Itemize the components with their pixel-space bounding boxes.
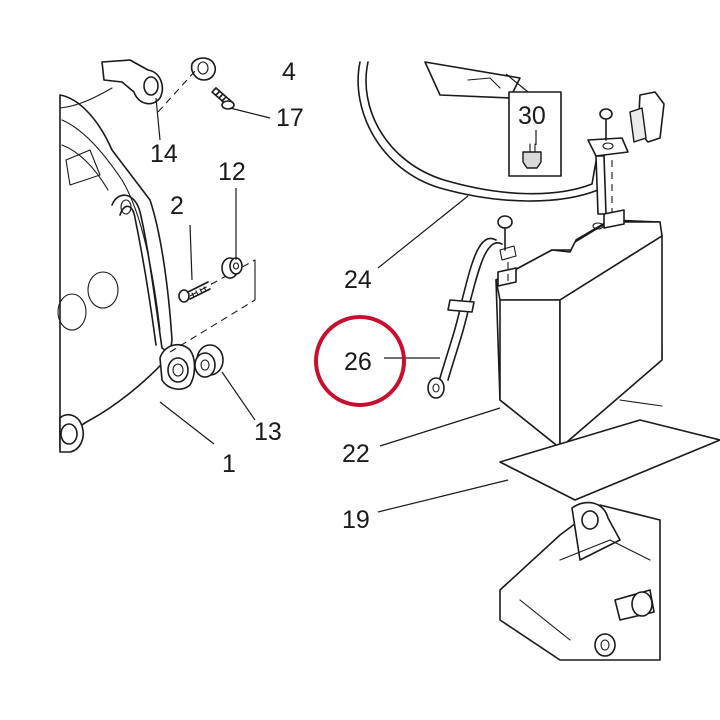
fuse-holder — [629, 91, 665, 143]
battery-pad-19 — [499, 399, 720, 501]
part-number-17: 17 — [276, 104, 304, 132]
cover-top-clip — [101, 59, 164, 105]
part-number-30: 30 — [518, 102, 546, 130]
bolt-2 — [178, 281, 211, 303]
fuse-icon — [522, 151, 542, 169]
part-number-1: 1 — [222, 450, 236, 478]
screw-17 — [211, 87, 235, 110]
highlight-ring — [314, 315, 406, 407]
part-number-14: 14 — [150, 140, 178, 168]
upper-panel — [424, 61, 521, 99]
side-cover-assembly — [57, 57, 217, 453]
cover-hole — [87, 271, 119, 309]
part-number-24: 24 — [344, 266, 372, 294]
part-number-19: 19 — [342, 506, 370, 534]
part-number-22: 22 — [342, 440, 370, 468]
battery-22 — [495, 209, 663, 449]
side-cover-panel — [59, 94, 173, 449]
cable-24 — [357, 61, 606, 202]
part-number-26: 26 — [344, 348, 372, 376]
terminal-screw — [497, 215, 517, 282]
part-number-2: 2 — [170, 192, 184, 220]
part-number-12: 12 — [218, 158, 246, 186]
cover-hole — [57, 293, 87, 331]
part-number-4: 4 — [282, 58, 296, 86]
rubber-bush-13 — [194, 344, 224, 378]
cable-26 — [427, 237, 503, 399]
part-30-box — [508, 91, 562, 177]
terminal-bracket — [587, 108, 629, 220]
cover-bracket — [111, 194, 169, 353]
battery-tray — [499, 501, 661, 661]
grommet-12 — [221, 257, 243, 279]
part-number-13: 13 — [254, 418, 282, 446]
